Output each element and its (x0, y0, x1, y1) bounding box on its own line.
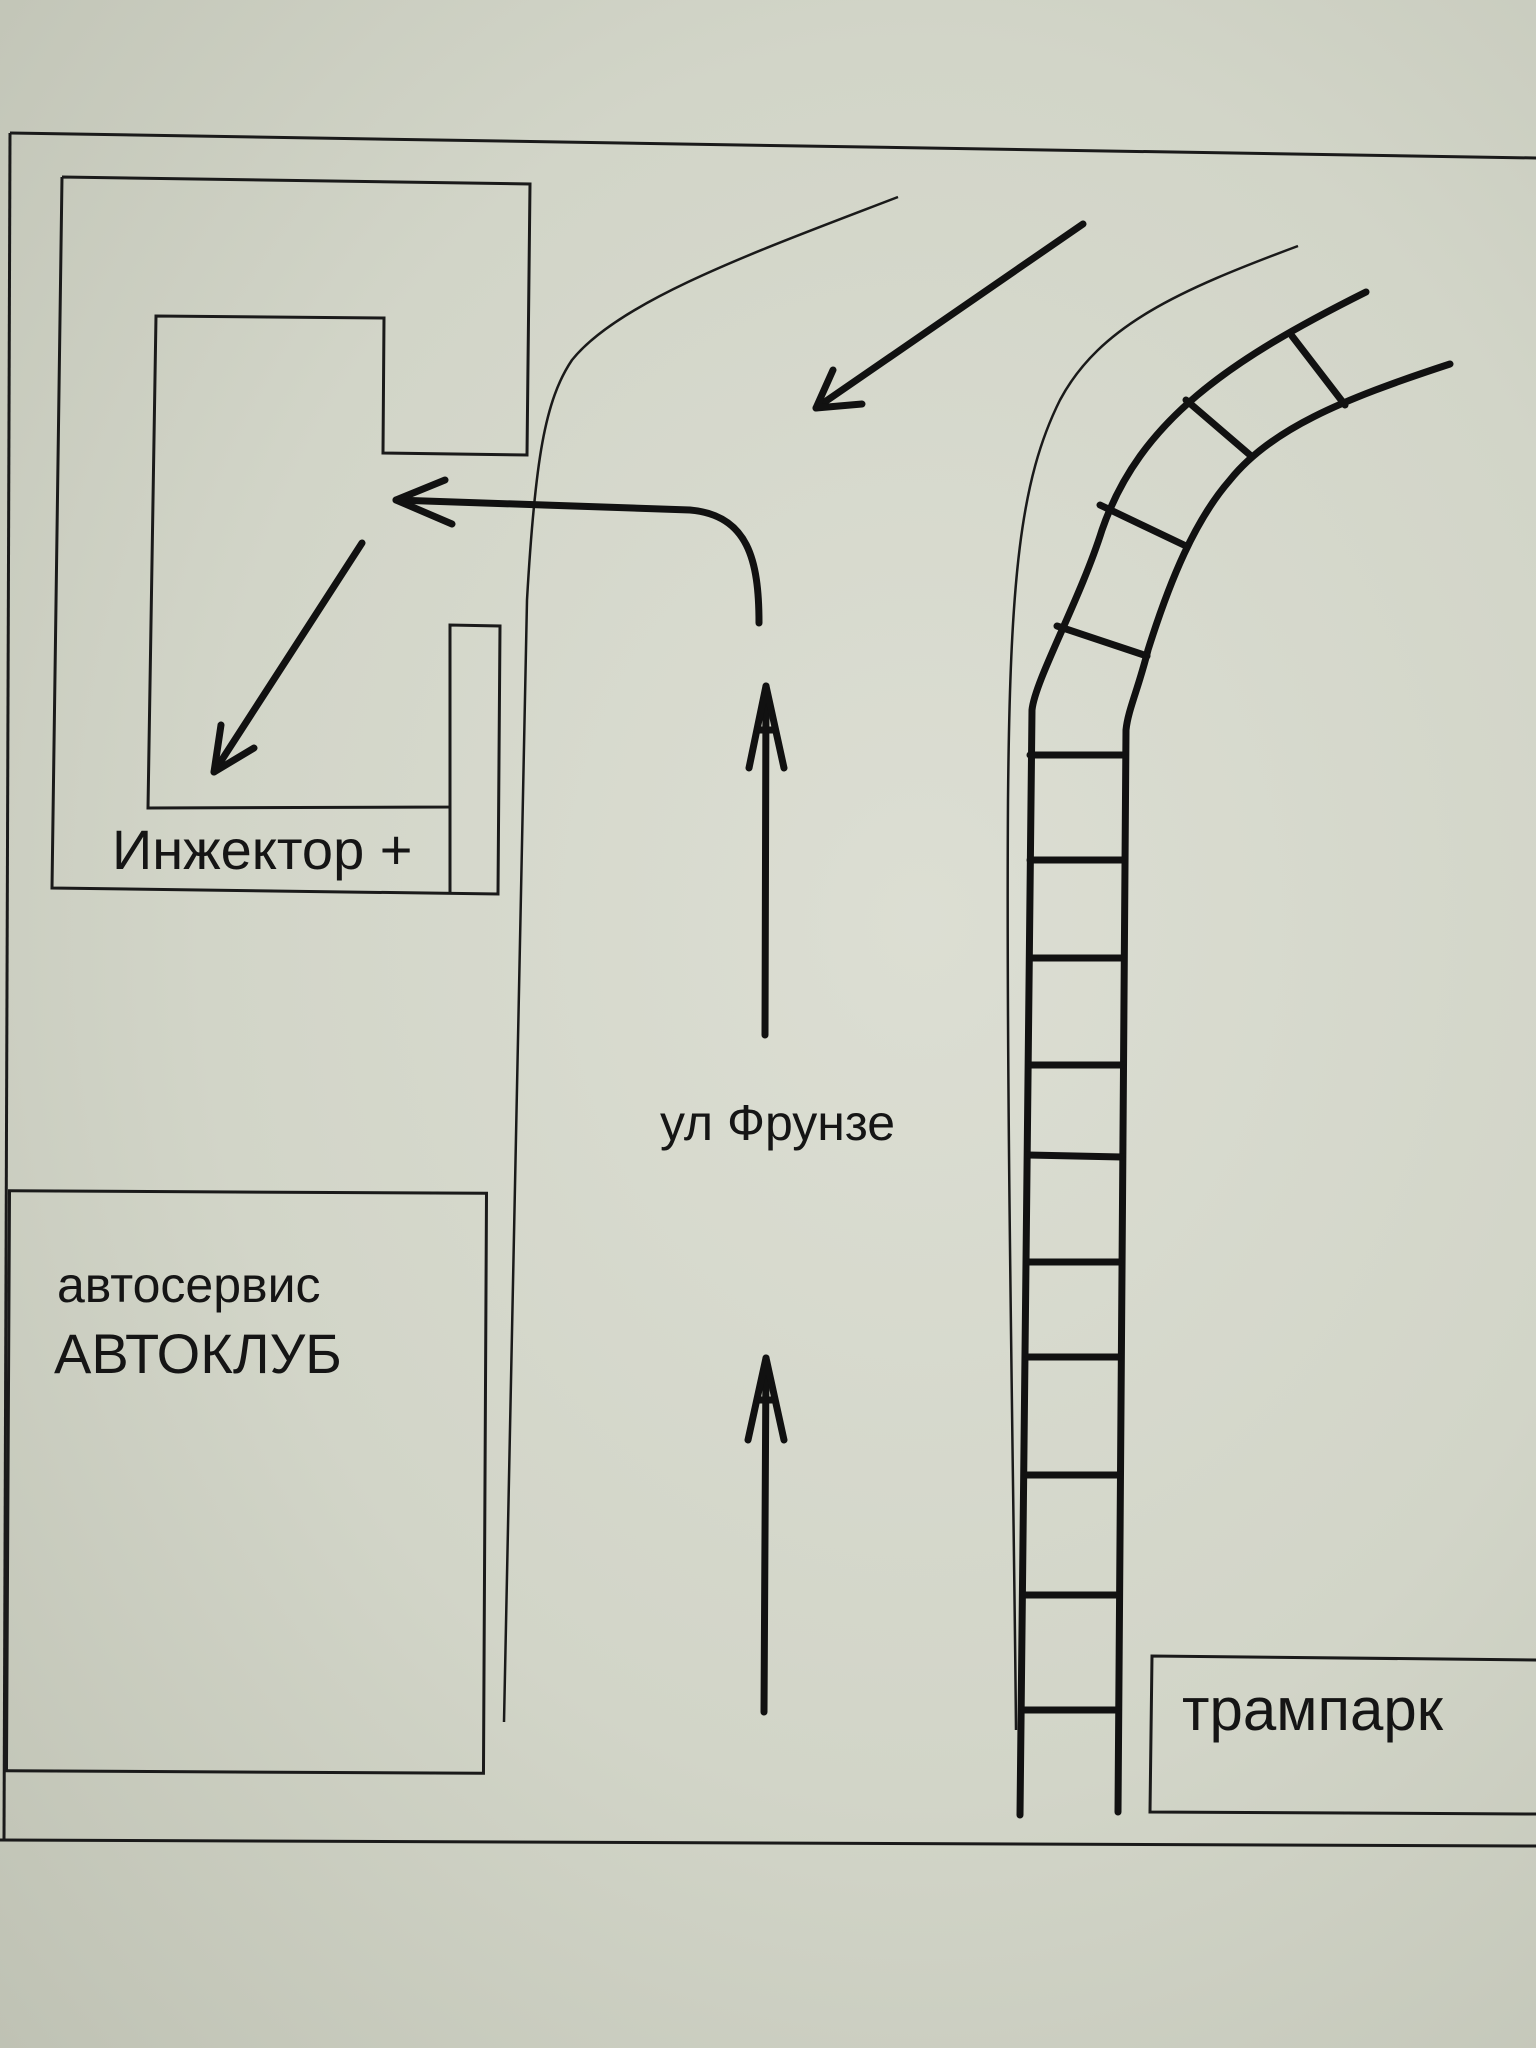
arrow-oncoming (812, 220, 1087, 412)
avtoklub-building (4, 1189, 489, 1775)
tram-depot-building (1148, 1654, 1536, 1816)
tram-rail-right (1114, 360, 1454, 1816)
road-edge-right (1006, 244, 1299, 1731)
tram-track (1016, 288, 1454, 1819)
tram-depot-label: трампарк (1182, 1676, 1443, 1743)
frame-lines (0, 131, 1536, 1848)
road-edge-left (502, 195, 899, 1723)
tram-rail-left (1016, 288, 1370, 1819)
tram-sleeper-9 (1024, 1151, 1126, 1161)
tram-sleeper-3 (1096, 501, 1190, 550)
service-label-line1: автосервис (57, 1257, 321, 1313)
injector-building (50, 175, 532, 896)
injector-label: Инжектор + (112, 818, 413, 881)
frame-top-line (9, 131, 1536, 160)
direction-arrows (210, 220, 1087, 1716)
arrow-into-injector (210, 539, 366, 776)
arrow-straight-upper (745, 682, 788, 1039)
tram-sleeper-2 (1182, 396, 1254, 459)
frame-left-line (2, 132, 12, 1841)
injector-building-outline (50, 175, 532, 896)
frame-bottom-line (0, 1838, 1536, 1848)
arrow-straight-lower (744, 1354, 788, 1716)
service-label-line2: АВТОКЛУБ (54, 1322, 342, 1385)
tram-sleeper-4 (1053, 622, 1151, 660)
street-label: ул Фрунзе (660, 1095, 896, 1151)
arrow-left-turn (392, 476, 763, 627)
road-edges (502, 195, 1299, 1731)
tram-sleeper-1 (1288, 332, 1349, 409)
